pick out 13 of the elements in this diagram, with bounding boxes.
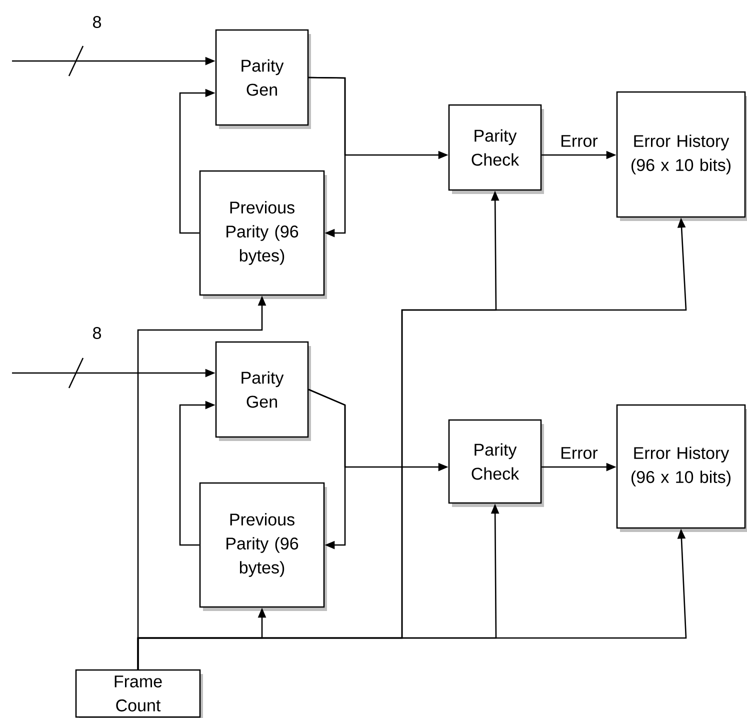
block-box: Frame Count (75, 669, 203, 718)
edge-label: Error (562, 135, 598, 147)
block-box: Previous Parity (96 bytes) (199, 170, 327, 299)
edge-label: Error (562, 447, 598, 459)
block-box: Parity Gen (215, 29, 311, 129)
edge-label: 8 (93, 326, 101, 340)
block-box: Previous Parity (96 bytes) (199, 482, 327, 611)
block-box: Parity Check (448, 104, 544, 194)
block-box: Parity Check (448, 419, 544, 507)
block-box: Error History (96 x 10 bits) (616, 404, 747, 532)
edge-label: 8 (93, 16, 101, 28)
block-box: Error History (96 x 10 bits) (616, 91, 747, 221)
block-box: Parity Gen (215, 341, 311, 441)
